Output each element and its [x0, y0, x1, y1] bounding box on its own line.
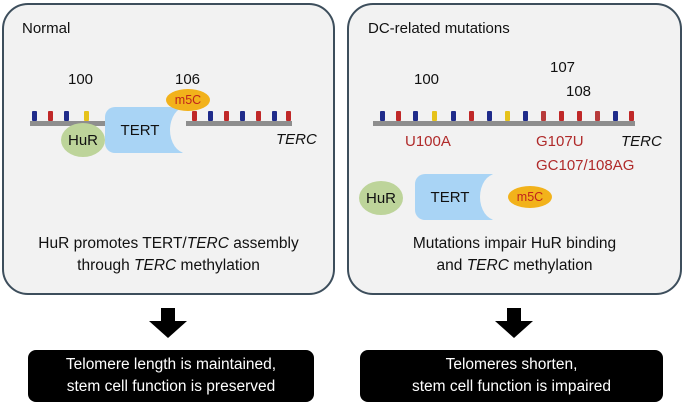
- mutations-panel: [347, 3, 682, 295]
- terc-label: TERC: [621, 133, 662, 150]
- mutation-u100a: U100A: [405, 133, 451, 150]
- mutation-gc107-108ag: GC107/108AG: [536, 157, 635, 174]
- normal-caption-line2: through TERC methylation: [77, 257, 260, 274]
- hur-label: HuR: [365, 189, 396, 207]
- nucleotide-mark: [208, 111, 213, 121]
- m5c-modification: m5C: [508, 186, 552, 208]
- tert-label: TERT: [430, 188, 470, 206]
- position-106-label: 106: [175, 71, 201, 88]
- tert-protein: TERT: [415, 174, 496, 220]
- nucleotide-mark: [505, 111, 510, 121]
- nucleotide-100-mark: [432, 111, 437, 121]
- nucleotide-mark: [286, 111, 291, 121]
- m5c-modification: m5C: [166, 89, 210, 111]
- nucleotide-mark: [396, 111, 401, 121]
- nucleotide-107-mark: [559, 111, 564, 121]
- nucleotide-mark: [613, 111, 618, 121]
- nucleotide-mark: [487, 111, 492, 121]
- nucleotide-mark: [629, 111, 634, 121]
- tert-notch: [480, 174, 496, 220]
- position-100-label: 100: [414, 71, 440, 88]
- position-108-label: 108: [566, 83, 592, 100]
- normal-outcome-line1: Telomere length is maintained,: [65, 356, 277, 373]
- nucleotide-mark: [413, 111, 418, 121]
- tert-notch: [170, 107, 186, 153]
- nucleotide-mark: [256, 111, 261, 121]
- nucleotide-mark: [541, 111, 546, 121]
- normal-caption: HuR promotes TERT/TERC assembly through …: [2, 233, 335, 277]
- m5c-label: m5C: [516, 190, 544, 204]
- nucleotide-mark: [272, 111, 277, 121]
- nucleotide-mark: [451, 111, 456, 121]
- mutations-panel-title: DC-related mutations: [368, 20, 510, 37]
- normal-panel-title: Normal: [22, 20, 71, 37]
- mutations-outcome-line2: stem cell function is impaired: [412, 378, 611, 395]
- terc-rna-strand: [373, 121, 635, 126]
- down-arrow-left-shaft: [161, 308, 175, 321]
- nucleotide-mark: [523, 111, 528, 121]
- nucleotide-mark: [64, 111, 69, 121]
- nucleotide-100-mark: [84, 111, 89, 121]
- nucleotide-mark: [224, 111, 229, 121]
- mutations-caption-line1: Mutations impair HuR binding: [412, 235, 617, 252]
- hur-protein: HuR: [359, 181, 403, 215]
- tert-label: TERT: [120, 121, 160, 139]
- m5c-label: m5C: [174, 93, 202, 107]
- tert-protein: TERT: [105, 107, 186, 153]
- normal-outcome-box: Telomere length is maintained, stem cell…: [28, 350, 314, 402]
- nucleotide-mark: [595, 111, 600, 121]
- mutation-g107u: G107U: [536, 133, 584, 150]
- mutations-outcome-box: Telomeres shorten, stem cell function is…: [360, 350, 663, 402]
- normal-outcome-line2: stem cell function is preserved: [66, 378, 276, 395]
- normal-caption-line1: HuR promotes TERT/TERC assembly: [38, 235, 299, 252]
- nucleotide-mark: [48, 111, 53, 121]
- down-arrow-left-icon: [149, 321, 187, 338]
- hur-label: HuR: [67, 131, 98, 149]
- position-107-label: 107: [550, 59, 576, 76]
- nucleotide-mark: [469, 111, 474, 121]
- hur-protein: HuR: [61, 123, 105, 157]
- nucleotide-108-mark: [577, 111, 582, 121]
- position-100-label: 100: [68, 71, 94, 88]
- nucleotide-mark: [240, 111, 245, 121]
- down-arrow-right-icon: [495, 321, 533, 338]
- mutations-caption-line2: and TERC methylation: [436, 257, 593, 274]
- nucleotide-mark: [192, 111, 197, 121]
- terc-label: TERC: [276, 131, 317, 148]
- mutations-caption: Mutations impair HuR binding and TERC me…: [347, 233, 682, 277]
- nucleotide-mark: [32, 111, 37, 121]
- mutations-outcome-line1: Telomeres shorten,: [445, 356, 578, 373]
- down-arrow-right-shaft: [507, 308, 521, 321]
- nucleotide-mark: [380, 111, 385, 121]
